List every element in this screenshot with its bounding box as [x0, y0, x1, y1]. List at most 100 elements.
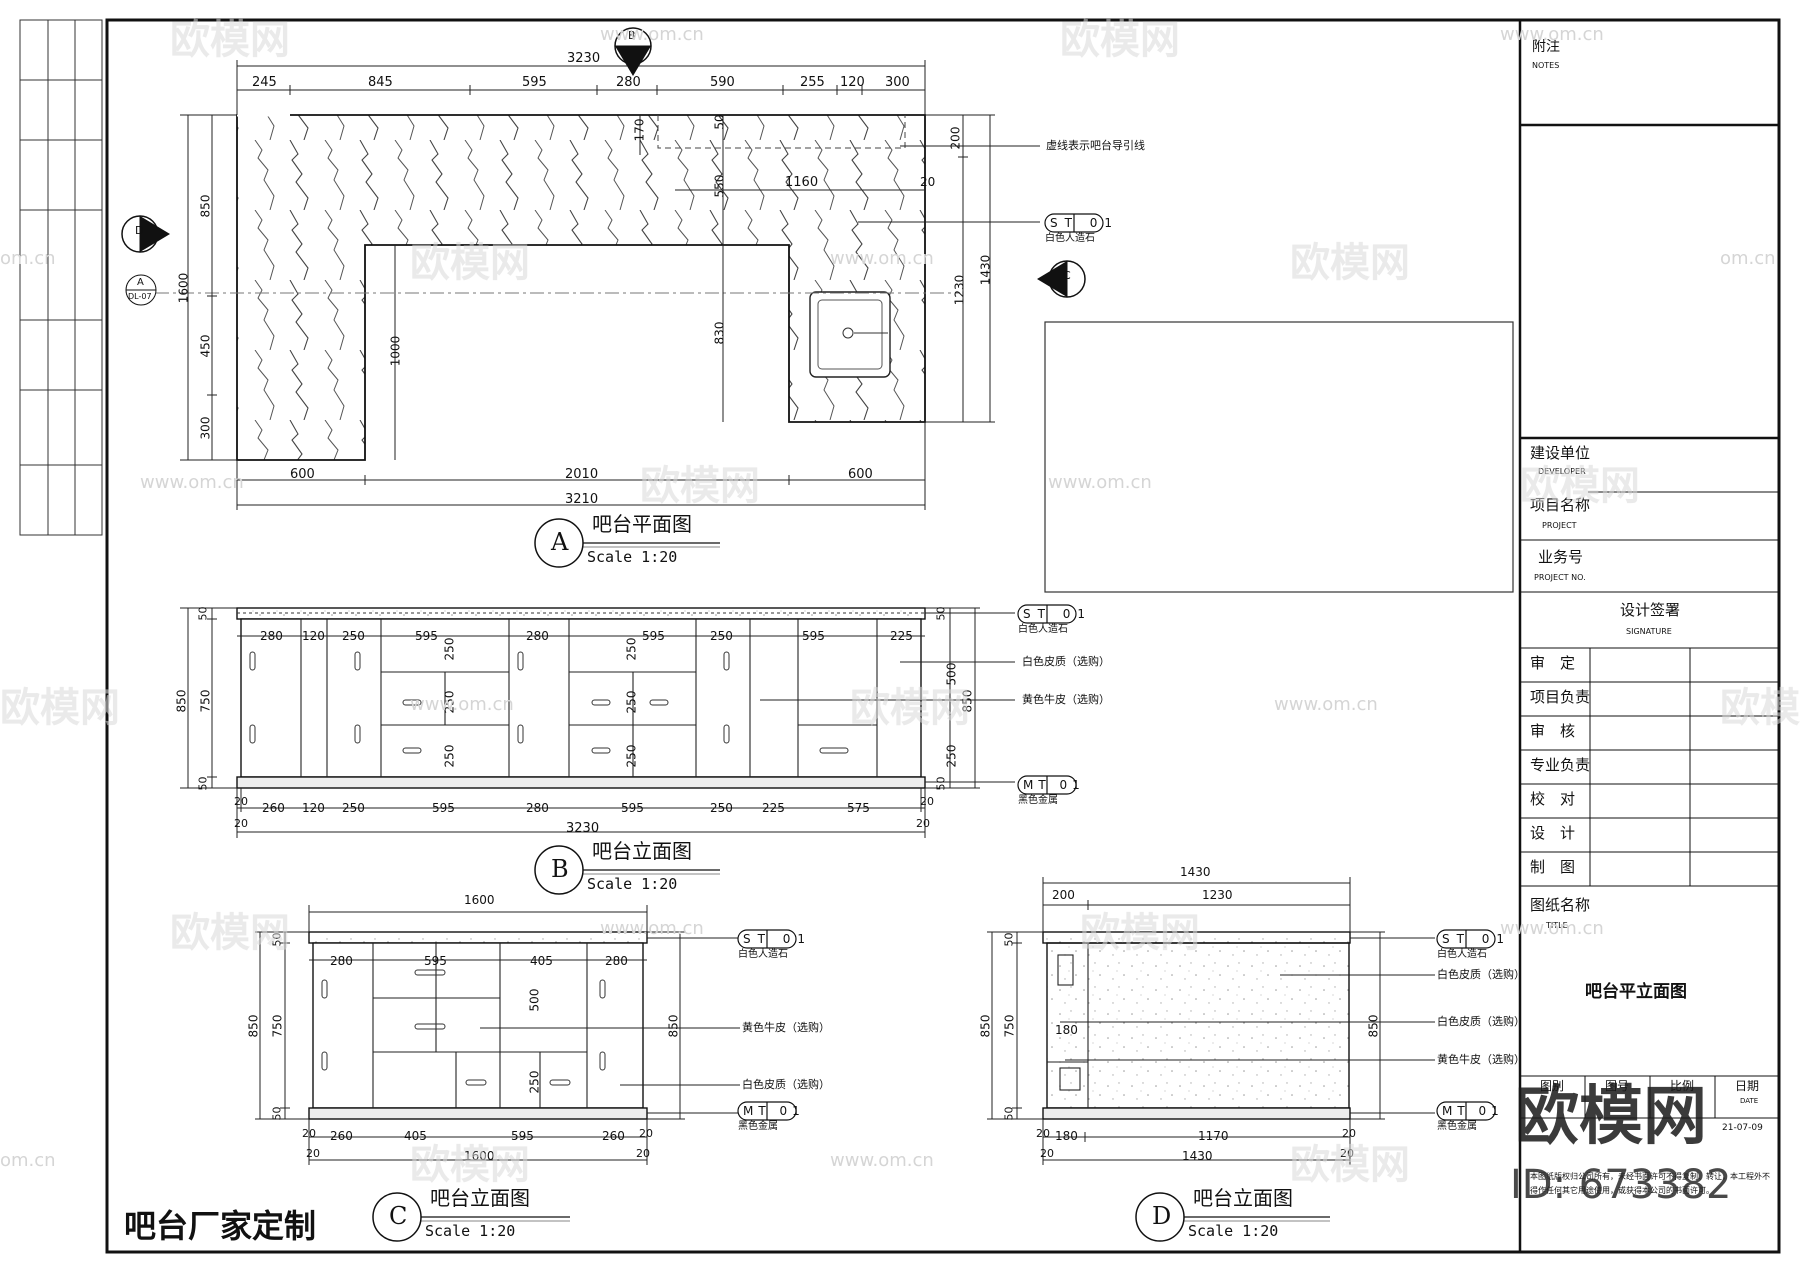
watermark-brand: 欧模网	[1720, 685, 1800, 731]
watermark-brand: 欧模网	[170, 17, 290, 63]
elev-c-dim: 595	[511, 1129, 534, 1143]
tb-meta-label: 比例	[1670, 1079, 1695, 1093]
elev-d-dim: 1170	[1198, 1129, 1229, 1143]
watermark-brand: 欧模网	[1520, 463, 1640, 509]
watermark-url: www.om.cn	[1048, 472, 1152, 493]
elev-b-dim: 250	[710, 801, 733, 815]
plan-dim: 450	[198, 334, 213, 358]
tb-signature-en: SIGNATURE	[1626, 627, 1672, 636]
elev-b-dim: 595	[642, 629, 665, 643]
plan-dim: 1600	[176, 272, 191, 304]
elev-d-dim: 1230	[1202, 888, 1233, 902]
elev-c-note-white-leather: 白色皮质（选购）	[742, 1078, 830, 1091]
elev-b-dim: 50	[196, 776, 210, 791]
elev-b-dim: 20	[916, 817, 930, 830]
watermark-id: ID: 673382	[1510, 1162, 1732, 1208]
watermark-big-logo: 欧模网	[1515, 1080, 1707, 1154]
elev-b-dim: 250	[442, 637, 457, 661]
elev-d-dim: 750	[1002, 1014, 1017, 1038]
elev-d-tag-mt01: MT 01	[1442, 1104, 1504, 1118]
watermark-url: www.om.cn	[830, 248, 934, 269]
watermark-brand: 欧模网	[1290, 1142, 1410, 1188]
elev-d-dim: 200	[1052, 888, 1075, 902]
plan-dim: 170	[632, 118, 647, 142]
tb-role: 审 核	[1530, 722, 1576, 740]
elevation-c	[255, 905, 740, 1242]
elev-c-dim: 850	[666, 1014, 681, 1038]
elev-b-title-letter: B	[551, 855, 569, 883]
elev-c-dim: 280	[330, 954, 353, 968]
watermark-brand: 欧模网	[640, 463, 760, 509]
elev-d-title-letter: D	[1152, 1202, 1172, 1230]
elev-c-dim: 20	[636, 1147, 650, 1160]
watermark-url: www.om.cn	[600, 918, 704, 939]
elev-d-dim: 180	[1055, 1023, 1078, 1037]
elev-d-note-white-leather: 白色皮质（选购）	[1437, 968, 1525, 981]
elev-c-dim-total: 1600	[464, 1149, 495, 1163]
elev-c-dim: 20	[306, 1147, 320, 1160]
elev-b-dim: 500	[944, 662, 959, 686]
elev-b-dim: 595	[621, 801, 644, 815]
plan-dim: 600	[290, 467, 315, 482]
tb-project-no-cn: 业务号	[1538, 548, 1584, 566]
plan-dim: 830	[712, 321, 727, 345]
elev-d-dim: 850	[978, 1014, 993, 1038]
plan-dim: 590	[710, 75, 735, 90]
elev-b-dim: 595	[415, 629, 438, 643]
elev-b-dim: 280	[260, 629, 283, 643]
elev-c-tag-mt01-sub: 黑色金属	[738, 1121, 778, 1132]
plan-dim: 200	[948, 126, 963, 150]
plan-dim-total: 3210	[565, 492, 599, 507]
elev-b-note-yellow-leather: 黄色牛皮（选购）	[1022, 693, 1110, 706]
watermark-url: om.cn	[0, 248, 56, 269]
detail-symbol-a-sub: DL-07	[128, 292, 152, 301]
sheet-border	[105, 18, 1781, 1254]
tb-developer-en: DEVELOPER	[1538, 467, 1586, 476]
tb-notes-cn: 附注	[1532, 39, 1560, 55]
plan-dim: 850	[198, 194, 213, 218]
watermark-brand: 欧模网	[410, 1142, 530, 1188]
watermark-url: om.cn	[1720, 248, 1776, 269]
elev-c-title-letter: C	[389, 1202, 408, 1230]
elev-b-dim: 250	[342, 801, 365, 815]
tb-role: 设 计	[1530, 824, 1576, 842]
plan-dim: 20	[920, 175, 936, 189]
elev-c-dim: 500	[527, 988, 542, 1012]
plan-title: 吧台平面图	[592, 512, 692, 536]
tb-meta-label: 图号	[1605, 1079, 1630, 1093]
tb-role: 项目负责	[1530, 688, 1591, 706]
elev-c-dim: 260	[602, 1129, 625, 1143]
elev-d-dim: 50	[1002, 1106, 1016, 1121]
tb-notes-en: NOTES	[1532, 61, 1560, 70]
elev-b-dim: 280	[526, 629, 549, 643]
tb-legal-note: 本图纸版权归公司所有，未经书面许可不得复制、转让，本工程外不得作任何其它用途使用…	[1530, 1172, 1770, 1195]
plan-dim: 1000	[388, 335, 403, 367]
elev-d-note-yellow-leather: 黄色牛皮（选购）	[1437, 1053, 1525, 1066]
tb-role: 审 定	[1530, 654, 1576, 672]
plan-dim-total: 3230	[567, 51, 601, 66]
plan-dim: 245	[252, 75, 277, 90]
plan-dim: 845	[368, 75, 393, 90]
elev-b-tag-mt01: MT 01	[1023, 778, 1085, 792]
elev-c-title: 吧台立面图	[430, 1186, 530, 1210]
tb-title-en: TITLE	[1546, 921, 1568, 930]
watermark-brand: 欧模网	[1060, 17, 1180, 63]
elev-b-dim: 250	[624, 637, 639, 661]
watermark-url: om.cn	[0, 1150, 56, 1171]
elev-d-tag-st01-sub: 白色人造石	[1437, 949, 1487, 960]
plan-dim: 300	[885, 75, 910, 90]
elev-c-tag-st01-sub: 白色人造石	[738, 949, 788, 960]
watermark-url: www.om.cn	[1500, 24, 1604, 45]
elev-c-tag-mt01: MT 01	[743, 1104, 805, 1118]
elev-c-dim: 595	[424, 954, 447, 968]
elev-d-title: 吧台立面图	[1193, 1186, 1293, 1210]
elev-b-dim: 595	[432, 801, 455, 815]
elev-d-note-white-leather-2: 白色皮质（选购）	[1437, 1015, 1525, 1028]
elev-b-dim: 20	[234, 795, 248, 808]
plan-tag-st01-sub: 白色人造石	[1045, 233, 1095, 244]
watermark-brand: 欧模网	[1290, 240, 1410, 286]
plan-dim: 595	[522, 75, 547, 90]
elev-c-dim: 260	[330, 1129, 353, 1143]
elev-b-tag-mt01-sub: 黑色金属	[1018, 795, 1058, 806]
